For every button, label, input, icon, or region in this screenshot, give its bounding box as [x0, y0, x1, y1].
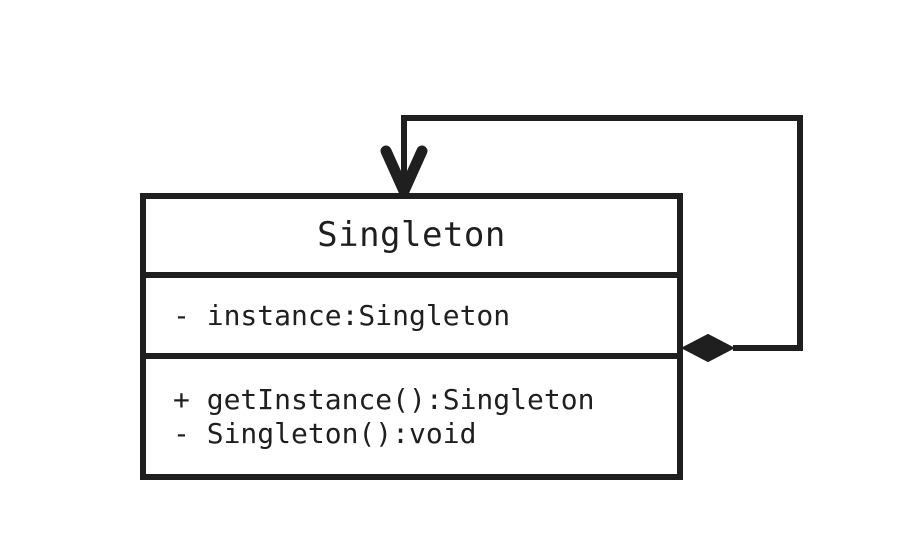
class-methods-compartment: + getInstance():Singleton - Singleton():…	[146, 359, 677, 474]
method-row: - Singleton():void	[173, 416, 477, 450]
attribute-row: - instance:Singleton	[173, 298, 511, 332]
class-attributes-compartment: - instance:Singleton	[146, 278, 677, 359]
arrowhead-icon	[380, 145, 428, 197]
class-box-singleton[interactable]: Singleton - instance:Singleton + getInst…	[140, 193, 683, 480]
class-name-compartment: Singleton	[146, 199, 677, 278]
method-row: + getInstance():Singleton	[173, 382, 595, 416]
class-name-label: Singleton	[317, 214, 506, 255]
composition-diamond-icon	[680, 333, 736, 363]
